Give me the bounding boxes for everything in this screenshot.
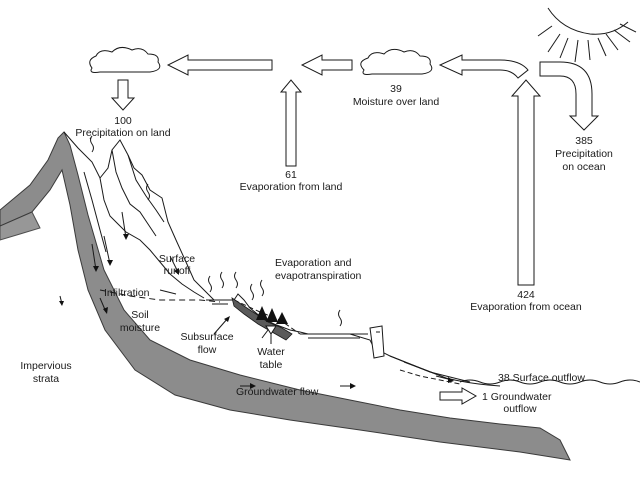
cloud-icon xyxy=(89,46,161,73)
flow-arrow-icon xyxy=(59,211,454,389)
tree-icon xyxy=(256,306,288,324)
precip-land-label: Precipitation on land xyxy=(75,127,170,139)
precip-ocean-label-1: Precipitation xyxy=(555,148,613,160)
flow-arrow-icon xyxy=(510,79,542,286)
flow-arrow-icon xyxy=(110,79,136,111)
sun-icon xyxy=(537,7,637,63)
groundwater-outflow-label-2: outflow xyxy=(503,403,537,415)
impervious-strata xyxy=(0,131,571,461)
flow-arrow-icon xyxy=(166,54,273,76)
precip-ocean-label-2: on ocean xyxy=(562,161,605,173)
water-table-label-2: table xyxy=(260,359,283,371)
surface-runoff-label-1: Surface xyxy=(159,253,195,265)
subsurface-flow-label-1: Subsurface xyxy=(180,331,233,343)
flow-arrow-icon xyxy=(438,54,529,79)
flow-arrow-icon xyxy=(300,54,353,76)
impervious-strata-label-2: strata xyxy=(33,373,59,385)
surface-outflow-label: 38 Surface outflow xyxy=(498,372,585,384)
infiltration-label: Infiltration xyxy=(104,287,150,299)
dam-icon xyxy=(369,325,385,359)
water-table-marker xyxy=(265,325,277,335)
ocean xyxy=(459,379,640,385)
flow-arrow-icon xyxy=(539,61,600,131)
groundwater-outflow-label-1: 1 Groundwater xyxy=(482,391,552,403)
soil-moisture-label-2: moisture xyxy=(120,322,160,334)
evapotranspiration-label-1: Evaporation and xyxy=(275,257,352,269)
precip-land-value: 100 xyxy=(114,115,132,127)
strata-wedge xyxy=(0,211,41,241)
evap-ocean-value: 424 xyxy=(517,289,535,301)
evaporation-marks xyxy=(89,135,342,327)
water-table-label-1: Water xyxy=(257,346,285,358)
evapotranspiration-label-2: evapotranspiration xyxy=(275,270,362,282)
moisture-value: 39 xyxy=(390,83,402,95)
subsurface-flow-label-2: flow xyxy=(198,344,217,356)
moisture-label: Moisture over land xyxy=(353,96,440,108)
soil-moisture-label-1: Soil xyxy=(131,309,149,321)
evap-ocean-label: Evaporation from ocean xyxy=(470,301,582,313)
precip-ocean-value: 385 xyxy=(575,135,593,147)
evap-land-label: Evaporation from land xyxy=(240,181,343,193)
evap-land-value: 61 xyxy=(285,169,297,181)
impervious-strata-label-1: Impervious xyxy=(20,360,71,372)
surface-runoff-label-2: runoff xyxy=(164,265,191,277)
flow-arrow-icon xyxy=(439,387,478,405)
flow-arrow-icon xyxy=(279,79,303,167)
cloud-icon xyxy=(360,48,433,75)
groundwater-flow-label: Groundwater flow xyxy=(236,386,319,398)
